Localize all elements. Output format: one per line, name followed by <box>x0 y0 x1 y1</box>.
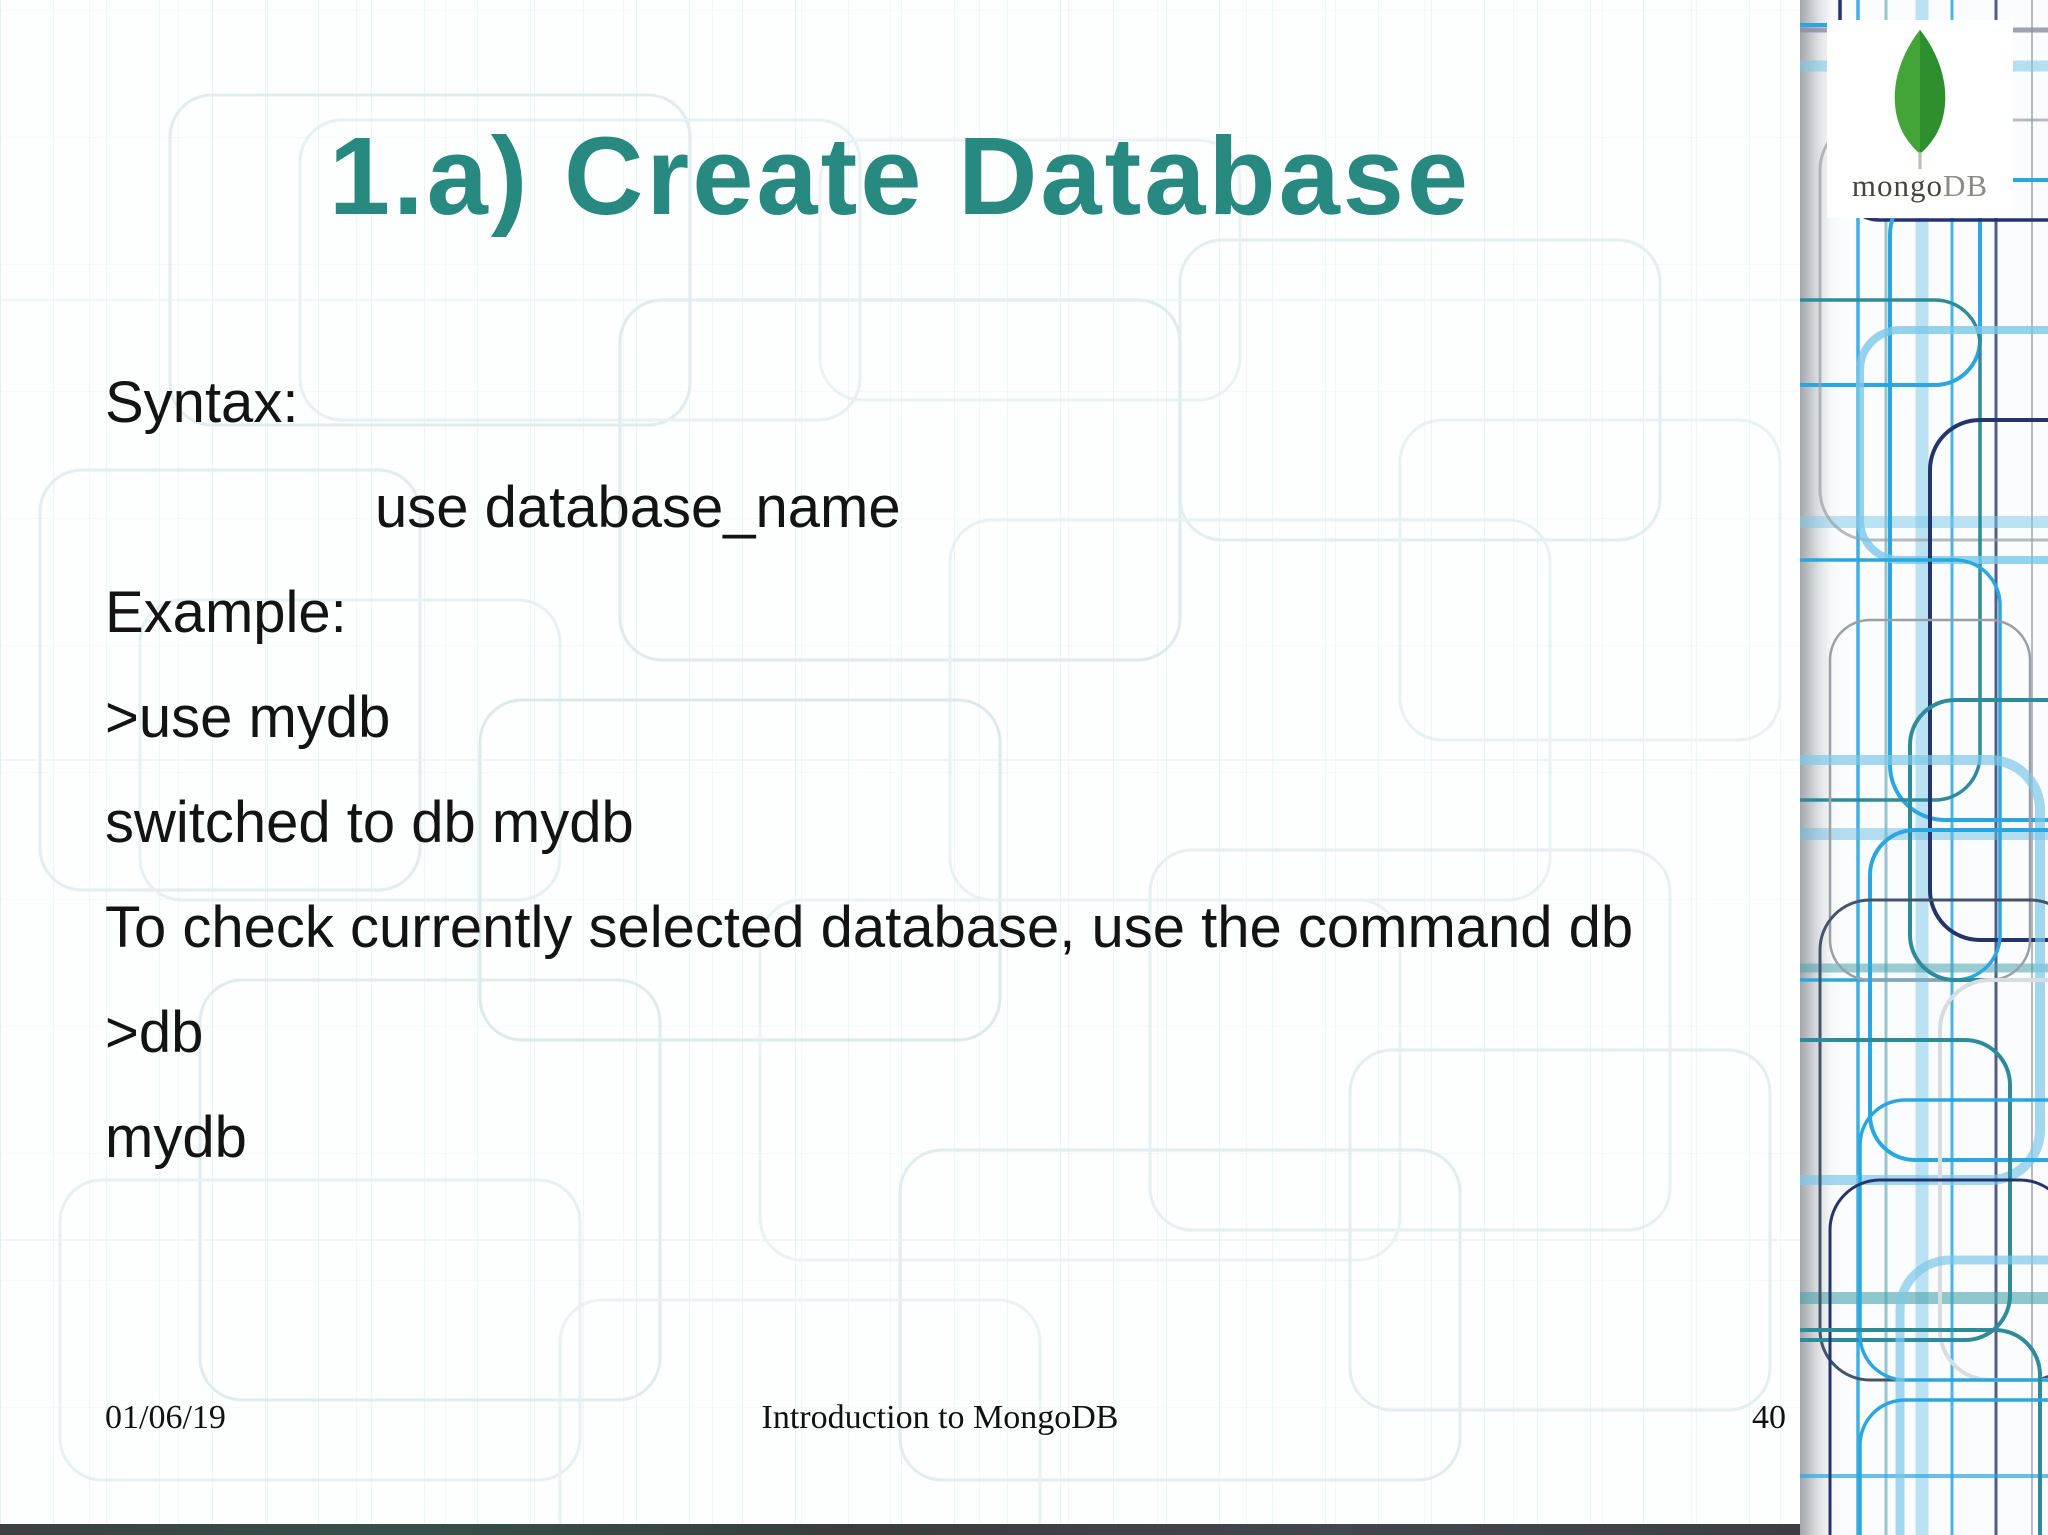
slide-body: Syntax: use database_name Example: >use … <box>105 350 1805 1190</box>
footer-date: 01/06/19 <box>105 1399 226 1436</box>
body-line-db-command: >db <box>105 1000 204 1065</box>
slide-title: 1.a) Create Database <box>328 115 1472 238</box>
right-decorative-band <box>1800 0 2048 1535</box>
body-line-syntax-code: use database_name <box>375 475 901 540</box>
mongodb-wordmark: mongoDB <box>1852 170 1988 201</box>
body-line-switched: switched to db mydb <box>105 790 634 855</box>
body-line-use-mydb: >use mydb <box>105 685 391 750</box>
rounded-rect-pattern <box>0 93 1800 1535</box>
footer-page-number: 40 <box>1752 1399 1786 1436</box>
bottom-bar <box>0 1524 1800 1535</box>
body-line-example-label: Example: <box>105 580 347 645</box>
footer-title: Introduction to MongoDB <box>761 1399 1119 1436</box>
mongodb-leaf-icon <box>1894 29 1946 170</box>
logo-text-mongo: mongo <box>1851 168 1944 203</box>
body-line-check-db: To check currently selected database, us… <box>105 895 1634 960</box>
mongodb-logo: mongoDB <box>1827 20 2013 218</box>
body-line-mydb-output: mydb <box>105 1105 247 1170</box>
body-line-syntax-label: Syntax: <box>105 370 299 435</box>
logo-text-db: DB <box>1943 168 1989 203</box>
band-circuit-pattern <box>1800 0 2048 1535</box>
background-pattern <box>0 0 1800 1535</box>
